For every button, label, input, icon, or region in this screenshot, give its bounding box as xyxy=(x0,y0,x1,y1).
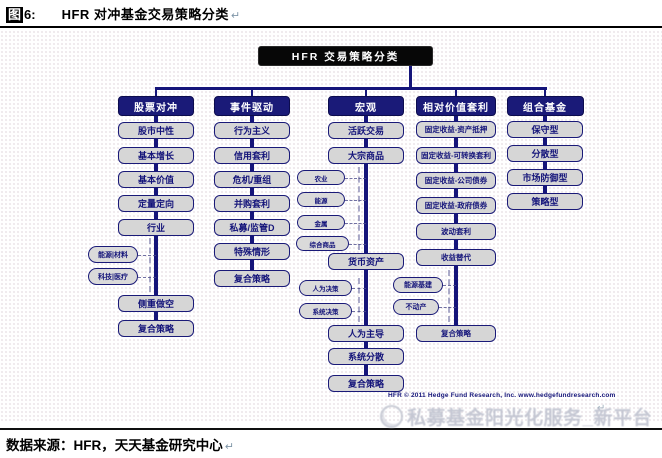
strategy-node: 系统分散 xyxy=(328,348,404,365)
root-node: HFR 交易策略分类 xyxy=(258,46,433,66)
spring-connector xyxy=(149,238,151,292)
category-node: 宏观 xyxy=(328,96,404,116)
root-connector xyxy=(409,64,412,88)
strategy-node: 股市中性 xyxy=(118,122,194,139)
strategy-node: 波动套利 xyxy=(416,223,496,240)
strategy-node: 保守型 xyxy=(507,121,583,138)
substrategy-oval: 人为决策 xyxy=(299,280,352,296)
category-node: 股票对冲 xyxy=(118,96,194,116)
substrategy-oval: 金属 xyxy=(297,215,345,230)
substrategy-oval: 能源|材料 xyxy=(88,246,138,263)
strategy-node: 分散型 xyxy=(507,145,583,162)
data-source-text: 数据来源：HFR，天天基金研究中心 xyxy=(6,438,223,453)
spring-connector xyxy=(448,270,450,322)
oval-connector xyxy=(345,177,366,179)
strategy-node: 策略型 xyxy=(507,193,583,210)
strategy-node: 活跃交易 xyxy=(328,122,404,139)
column-spine xyxy=(454,112,458,334)
strategy-node: 固定收益-公司债券 xyxy=(416,172,496,189)
column-spine xyxy=(364,112,368,384)
figure-title: HFR 对冲基金交易策略分类 xyxy=(61,7,229,22)
category-node: 相对价值套利 xyxy=(416,96,496,116)
oval-connector xyxy=(345,222,366,224)
figure-label-badge: 图 xyxy=(6,7,24,23)
strategy-node: 人为主导 xyxy=(328,325,404,342)
strategy-node: 复合策略 xyxy=(328,375,404,392)
strategy-node: 固定收益-政府债券 xyxy=(416,197,496,214)
data-source-line: 数据来源：HFR，天天基金研究中心 ↵ xyxy=(6,434,234,454)
strategy-node: 复合策略 xyxy=(118,320,194,337)
watermark-text: 私募基金阳光化服务_新平台 xyxy=(407,408,653,429)
paragraph-mark-icon: ↵ xyxy=(230,10,241,22)
strategy-node: 行为主义 xyxy=(214,122,290,139)
strategy-node: 复合策略 xyxy=(214,270,290,287)
category-stub xyxy=(543,87,547,97)
strategy-node: 定量定向 xyxy=(118,195,194,212)
substrategy-oval: 能源基建 xyxy=(393,277,443,293)
substrategy-oval: 农业 xyxy=(297,170,345,185)
strategy-node: 固定收益-资产抵押 xyxy=(416,121,496,138)
category-stub xyxy=(454,87,458,97)
watermark-logo-icon xyxy=(380,405,403,428)
oval-connector xyxy=(352,288,366,289)
oval-connector xyxy=(443,285,456,286)
paragraph-mark-icon: ↵ xyxy=(597,403,606,414)
oval-connector xyxy=(138,254,156,256)
spring-connector xyxy=(358,278,360,322)
substrategy-oval: 系统决策 xyxy=(299,303,352,319)
top-divider xyxy=(0,26,662,28)
category-stub xyxy=(154,87,158,97)
strategy-node: 固定收益-可转换套利 xyxy=(416,147,496,164)
substrategy-oval: 科技|医疗 xyxy=(88,268,138,285)
substrategy-oval: 不动产 xyxy=(393,299,439,315)
strategy-node: 侧重做空 xyxy=(118,295,194,312)
oval-connector xyxy=(345,199,366,201)
strategy-node: 并购套利 xyxy=(214,195,290,212)
strategy-node: 特殊情形 xyxy=(214,243,290,260)
bottom-divider xyxy=(0,428,662,430)
bus-line xyxy=(156,87,547,90)
hfr-copyright: HFR © 2011 Hedge Fund Research, Inc. www… xyxy=(388,392,616,399)
category-node: 组合基金 xyxy=(506,96,584,116)
substrategy-oval: 能源 xyxy=(297,192,345,207)
substrategy-oval: 综合商品 xyxy=(296,236,349,251)
category-node: 事件驱动 xyxy=(214,96,290,116)
oval-connector xyxy=(138,276,156,278)
strategy-node: 基本价值 xyxy=(118,171,194,188)
strategy-node: 复合策略 xyxy=(416,325,496,342)
strategy-node: 信用套利 xyxy=(214,147,290,164)
strategy-node: 私募/监管D xyxy=(214,219,290,236)
strategy-node: 收益替代 xyxy=(416,249,496,266)
paragraph-mark-icon: ↵ xyxy=(224,441,234,453)
figure-number: 6: xyxy=(24,7,36,22)
strategy-node: 危机/重组 xyxy=(214,171,290,188)
category-stub xyxy=(364,87,368,97)
strategy-node: 货币资产 xyxy=(328,253,404,270)
strategy-node: 大宗商品 xyxy=(328,147,404,164)
watermark: 私募基金阳光化服务_新平台 xyxy=(380,403,652,430)
strategy-node: 市场防御型 xyxy=(507,169,583,186)
strategy-node: 行业 xyxy=(118,219,194,236)
spring-connector xyxy=(358,167,360,250)
category-stub xyxy=(250,87,254,97)
oval-connector xyxy=(352,311,366,312)
oval-connector xyxy=(439,307,456,308)
oval-connector xyxy=(349,243,366,245)
strategy-node: 基本增长 xyxy=(118,147,194,164)
